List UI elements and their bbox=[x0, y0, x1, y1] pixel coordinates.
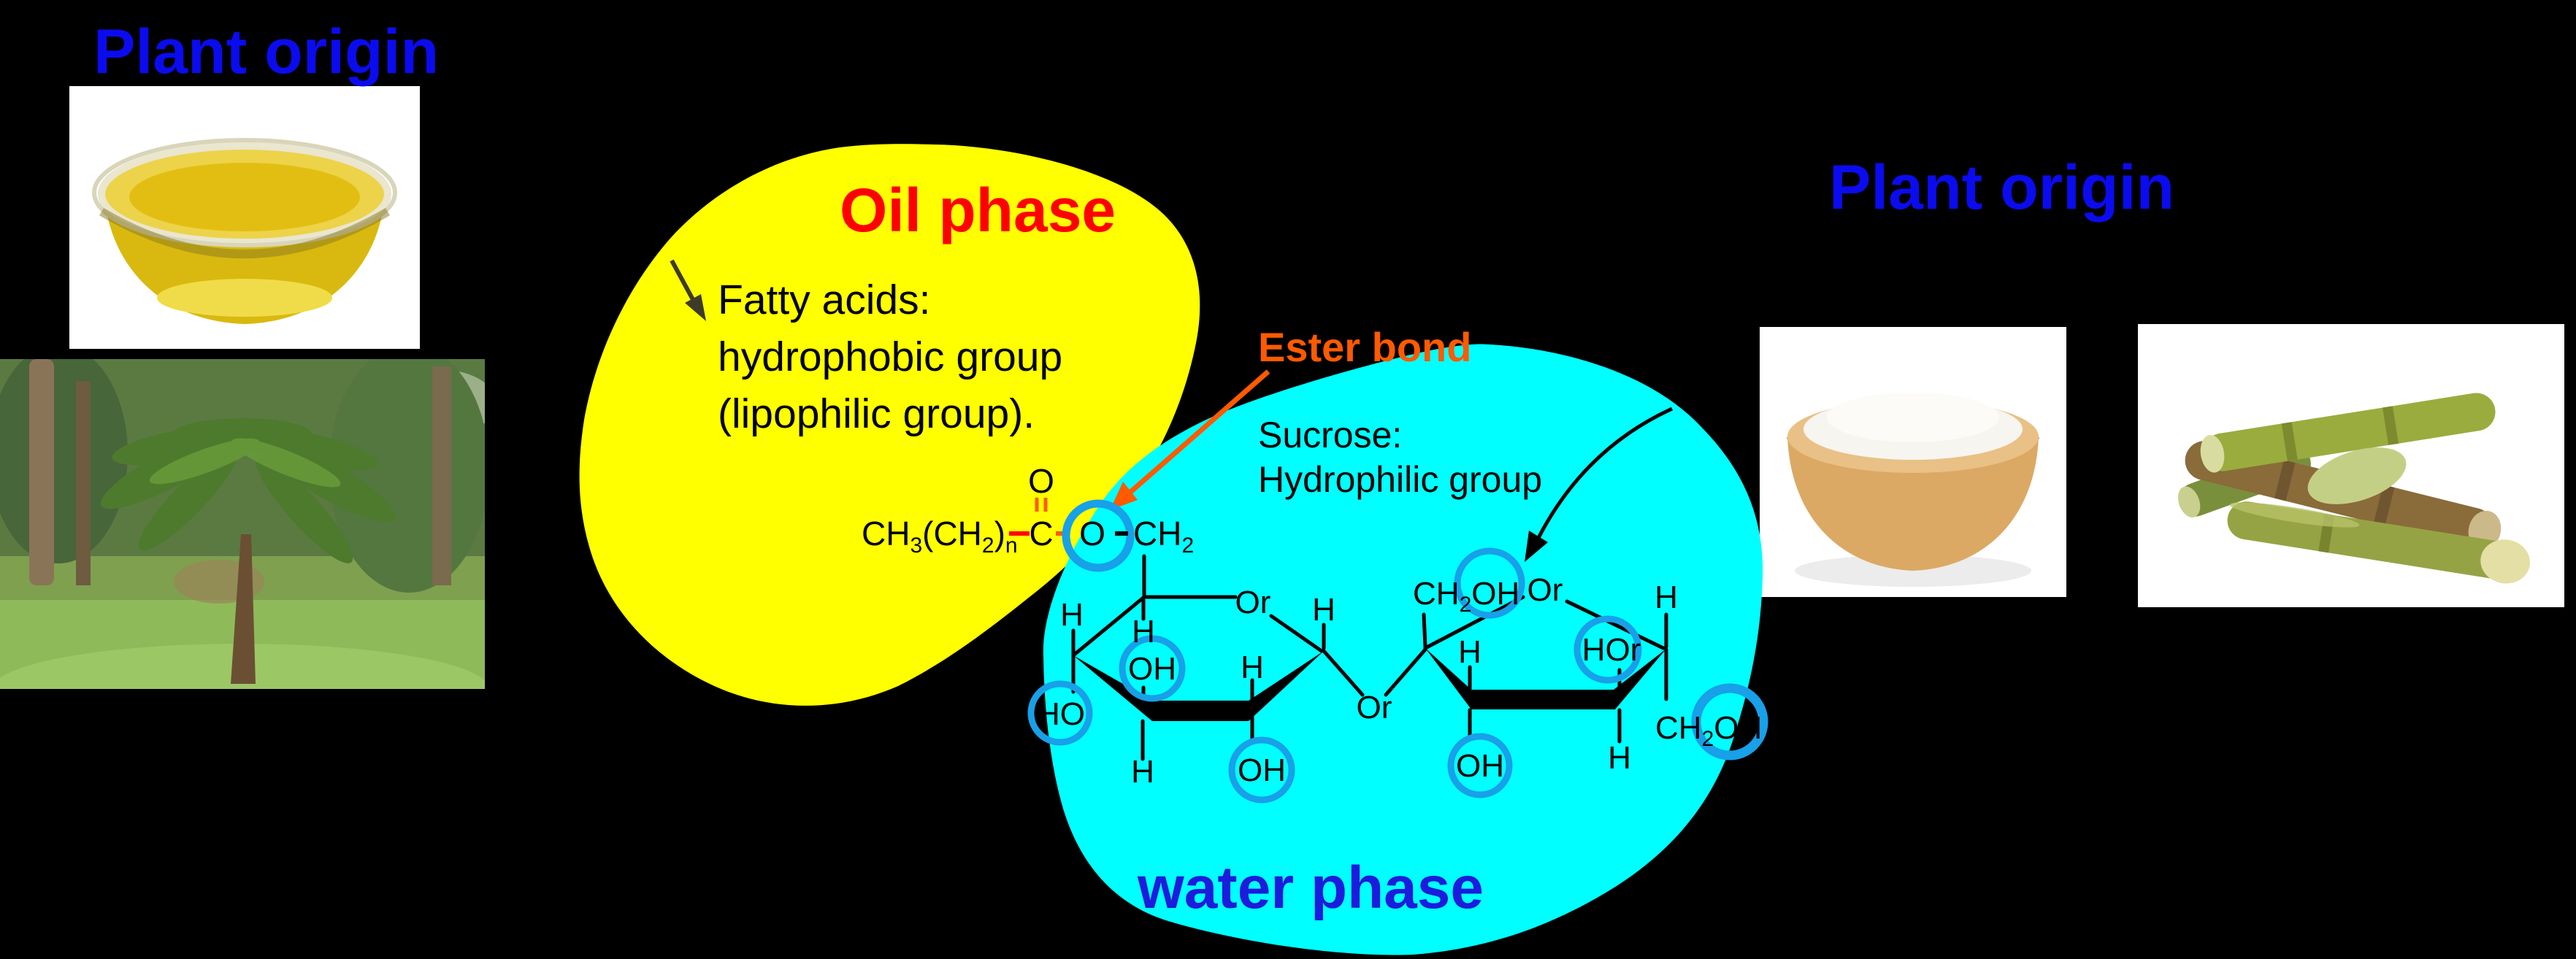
palm-tree-image bbox=[0, 359, 485, 689]
circle-glucose-oh1 bbox=[1119, 635, 1186, 702]
fatty-chain-text: CH3(CH2)n bbox=[862, 515, 1018, 558]
oil-surface-inner bbox=[129, 163, 360, 231]
tree-trunk-right bbox=[432, 366, 451, 585]
ester-o-circle bbox=[1062, 499, 1135, 572]
circle-glucose-oh2 bbox=[1228, 736, 1295, 804]
circle-fructose-hor bbox=[1573, 615, 1642, 684]
glucose-oh2: OH bbox=[1238, 752, 1286, 788]
oil-glow bbox=[157, 279, 332, 317]
cane-cut-face bbox=[2307, 447, 2407, 504]
glucose-h-left: H bbox=[1060, 597, 1084, 633]
palm-trunk bbox=[231, 534, 256, 684]
fructose-hor: HOr bbox=[1582, 632, 1641, 668]
sugar-bowl-image bbox=[1760, 327, 2066, 597]
tree-trunk-left2 bbox=[76, 381, 91, 585]
circle-fructose-oh bbox=[1447, 733, 1513, 798]
fatty-acid-formula: CH3(CH2)n C O O CH2 bbox=[862, 462, 1194, 572]
ester-bond-label: Ester bond bbox=[1258, 324, 1472, 370]
fructose-h-inner: H bbox=[1458, 634, 1481, 670]
fructose-h-bottom: H bbox=[1608, 740, 1631, 776]
sugarcane-art bbox=[2138, 324, 2564, 607]
glucose-h-anomeric: H bbox=[1312, 592, 1335, 628]
glucose-oh1: OH bbox=[1128, 651, 1176, 687]
circle-glucose-ho bbox=[1027, 680, 1093, 746]
glycosidic-o-label: Or bbox=[1357, 690, 1392, 725]
fatty-acids-arrow bbox=[670, 259, 706, 321]
sucrose-structure: Or H H H OH H HO H OH Or CH2OH Or H H HO… bbox=[1027, 547, 1768, 804]
wooden-bowl bbox=[1787, 436, 2039, 571]
cane-green-top bbox=[2200, 393, 2496, 473]
water-phase-ellipse bbox=[1043, 344, 1763, 955]
glucose-left-edge bbox=[1071, 595, 1146, 658]
sugarcane-image bbox=[2138, 324, 2564, 607]
sugar-mound bbox=[1827, 393, 1999, 442]
plant-origin-left-title: Plant origin bbox=[93, 17, 439, 87]
glycosidic-bond-right bbox=[1384, 647, 1427, 697]
hydrophilic-arrow bbox=[1525, 407, 1674, 562]
glucose-ring-o-label: Or bbox=[1235, 585, 1271, 620]
sucrose-note: Sucrose: Hydrophilic group bbox=[1258, 415, 1543, 500]
oil-bowl-art bbox=[69, 86, 420, 349]
plant-origin-right-title: Plant origin bbox=[1829, 153, 2174, 223]
glass-rim-outer bbox=[92, 138, 397, 247]
ester-o: O bbox=[1079, 515, 1105, 552]
hydroxyl-circles bbox=[1027, 547, 1768, 804]
circle-fructose-ch2oh bbox=[1454, 547, 1525, 619]
circle-fructose-ch2oh-end bbox=[1691, 683, 1768, 760]
glucose-o-c1-edge bbox=[1269, 614, 1324, 653]
glass-shadow-band bbox=[99, 207, 391, 258]
carbonyl-o: O bbox=[1028, 462, 1054, 500]
glucose-h-inner: H bbox=[1132, 614, 1155, 650]
ester-bond-arrow bbox=[1110, 369, 1270, 510]
fructose-bold-edge bbox=[1425, 648, 1666, 709]
glucose-h-inner2: H bbox=[1241, 650, 1264, 685]
formula-ch2: CH2 bbox=[1133, 515, 1194, 558]
fatty-acids-note: Fatty acids: hydrophobic group (lipophil… bbox=[718, 277, 1063, 437]
fructose-oh: OH bbox=[1456, 748, 1504, 784]
fructose-ch2oh-bottom: CH2OH bbox=[1655, 710, 1762, 751]
oil-bowl-image bbox=[69, 86, 420, 349]
cane-green-bottom bbox=[2227, 501, 2531, 584]
fructose-topright-edge bbox=[1565, 599, 1665, 650]
sugar-bowl-art bbox=[1760, 327, 2066, 597]
glucose-h-bottom: H bbox=[1131, 754, 1154, 790]
palm-art bbox=[0, 359, 485, 689]
fructose-h-right: H bbox=[1655, 579, 1678, 615]
fructose-ch2oh-top: CH2OH bbox=[1413, 576, 1519, 617]
carbonyl-c: C bbox=[1029, 515, 1053, 552]
water-phase-title: water phase bbox=[1138, 855, 1484, 921]
glucose-ho: HO bbox=[1037, 696, 1085, 732]
fructose-ch2oh-bond bbox=[1422, 612, 1427, 649]
tree-trunk-left bbox=[29, 359, 54, 585]
glass-rim bbox=[98, 142, 391, 246]
oil-phase-ellipse bbox=[579, 144, 1200, 706]
fructose-ring-o-label: Or bbox=[1527, 572, 1563, 608]
glycosidic-bond-left bbox=[1322, 649, 1365, 697]
oil-phase-title: Oil phase bbox=[840, 176, 1116, 244]
fructose-topleft-edge bbox=[1423, 595, 1525, 650]
glucose-bold-edge bbox=[1073, 651, 1324, 721]
palm-fronds-light bbox=[149, 438, 341, 488]
